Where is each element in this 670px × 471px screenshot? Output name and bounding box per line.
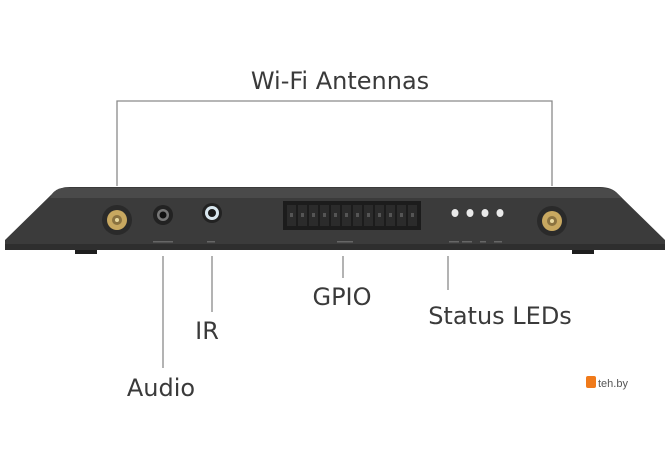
audio-jack xyxy=(153,205,173,225)
gpio-pin-hole xyxy=(290,213,293,217)
gpio-pin-hole xyxy=(378,213,381,217)
leader-lines xyxy=(162,256,449,368)
antenna-connector-left xyxy=(102,205,132,235)
status-led xyxy=(496,209,504,217)
status-leds xyxy=(451,209,504,217)
foot-right xyxy=(572,250,594,254)
gpio-pin-hole xyxy=(334,213,337,217)
watermark-text: teh.by xyxy=(598,378,628,390)
status-led xyxy=(481,209,489,217)
gpio-pin-hole xyxy=(312,213,315,217)
gpio-pin-hole xyxy=(301,213,304,217)
antenna-connector-right xyxy=(537,206,567,236)
gpio-pin-hole xyxy=(367,213,370,217)
gpio-pin-hole xyxy=(323,213,326,217)
audio-label: Audio xyxy=(127,374,195,402)
wifi-antennas-callout xyxy=(116,100,553,186)
foot-left xyxy=(75,250,97,254)
gpio-terminal-block xyxy=(283,201,421,230)
status-leds-label: Status LEDs xyxy=(428,302,572,330)
status-led xyxy=(466,209,474,217)
gpio-pin-hole xyxy=(356,213,359,217)
gpio-pin-hole xyxy=(345,213,348,217)
gpio-label: GPIO xyxy=(312,283,371,311)
ir-port xyxy=(202,203,222,223)
watermark-logo: teh.by xyxy=(586,376,628,390)
status-led xyxy=(451,209,459,217)
silkscreen-marks xyxy=(153,241,502,243)
wifi-antennas-label: Wi-Fi Antennas xyxy=(251,67,429,95)
gpio-pin-hole xyxy=(411,213,414,217)
gpio-pin-hole xyxy=(400,213,403,217)
ir-label: IR xyxy=(195,317,219,345)
gpio-pin-hole xyxy=(389,213,392,217)
